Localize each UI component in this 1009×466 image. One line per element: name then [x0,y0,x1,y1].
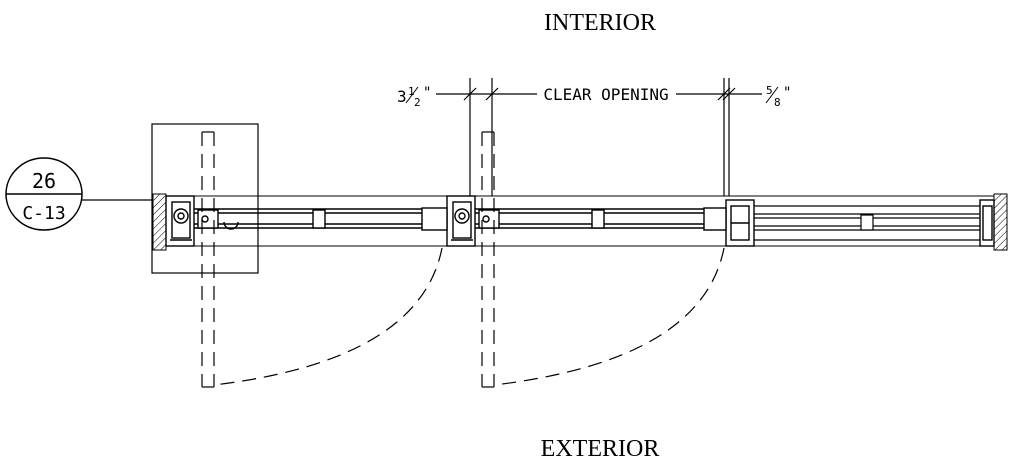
center-mullion [446,195,476,247]
frame-outline [166,195,994,247]
exterior-label: EXTERIOR [541,436,660,462]
wall-hatch-right [993,193,1008,251]
dim-left-num: 1 [408,85,415,98]
callout-sheet: C-13 [22,203,65,224]
right-mullion [725,199,755,247]
detail-callout: 26 C-13 [5,157,152,231]
wall-hatch-left [152,193,167,251]
dim-right-den: 8 [774,96,781,109]
dim-left-whole: 3 [397,87,407,106]
dimension-string [436,78,762,196]
sidelight [754,205,980,241]
right-jamb [979,199,995,247]
door-open-position [201,131,725,388]
detail-boundary [151,123,259,274]
callout-number: 26 [32,169,56,193]
dim-left-unit: " [423,85,431,101]
dimension-5-8: 5 8 " [765,84,791,109]
dim-right-unit: " [783,85,791,101]
door-leaf-2 [475,207,727,231]
clear-opening-label: CLEAR OPENING [543,85,668,104]
door-leaf-1 [194,207,448,231]
dim-left-den: 2 [414,96,421,109]
interior-label: INTERIOR [544,10,656,36]
dim-right-num: 5 [766,84,773,97]
left-jamb [165,195,195,247]
dimension-3-half: 3 1 2 " [397,85,431,109]
